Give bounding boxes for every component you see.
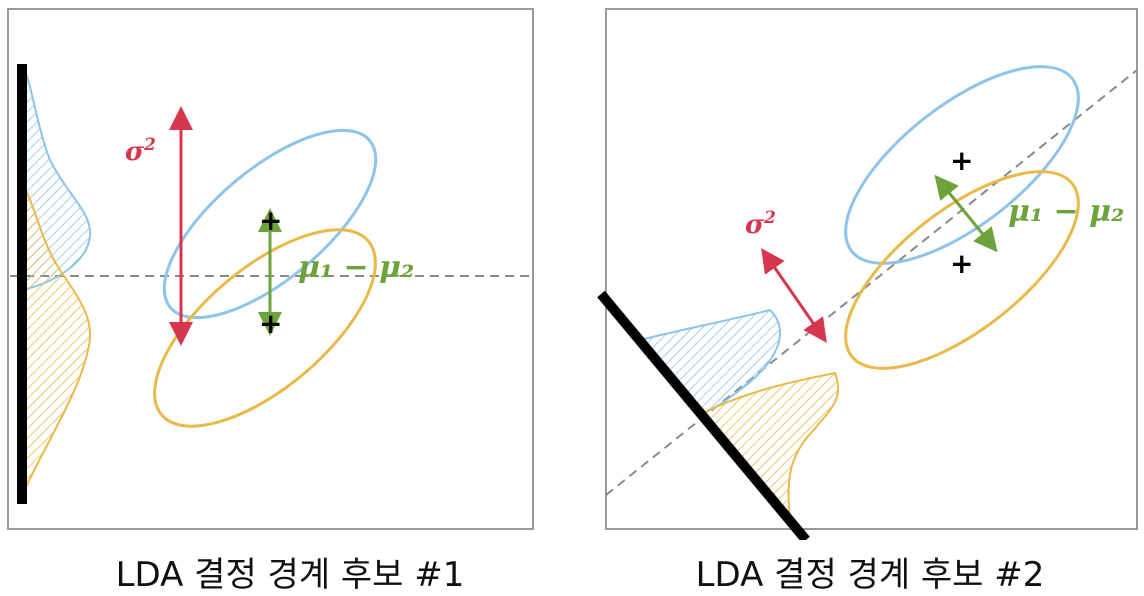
diagram-caption-2: LDA 결정 경계 후보 #2 xyxy=(695,555,1045,595)
diagram-panel-2: σ2 μ₁ − μ₂ + + xyxy=(597,8,1138,540)
mean-difference-label: μ₁ − μ₂ xyxy=(298,250,414,285)
class2-ellipse xyxy=(844,170,1080,370)
plus-icon: + xyxy=(259,204,282,237)
class2-projected-distribution xyxy=(703,371,840,524)
plus-icon: + xyxy=(259,307,282,340)
projection-dashed-line xyxy=(605,69,1138,496)
projection-axis-line xyxy=(597,290,810,540)
class2-ellipse xyxy=(153,228,377,428)
class1-ellipse xyxy=(844,65,1080,265)
variance-arrow xyxy=(761,248,827,343)
class2-projected-distribution xyxy=(21,182,92,496)
diagram-caption-1: LDA 결정 경계 후보 #1 xyxy=(115,555,465,595)
plot-frame xyxy=(605,8,1138,530)
plus-icon: + xyxy=(950,247,973,280)
plus-icon: + xyxy=(950,144,973,177)
projection-axis-line xyxy=(17,64,27,504)
variance-label: σ2 xyxy=(745,208,776,240)
variance-label: σ2 xyxy=(125,135,156,167)
diagram-panel-1: σ2 μ₁ − μ₂ + + xyxy=(7,8,534,530)
mean-difference-label: μ₁ − μ₂ xyxy=(1008,194,1124,229)
mean-difference-arrow xyxy=(934,174,998,253)
